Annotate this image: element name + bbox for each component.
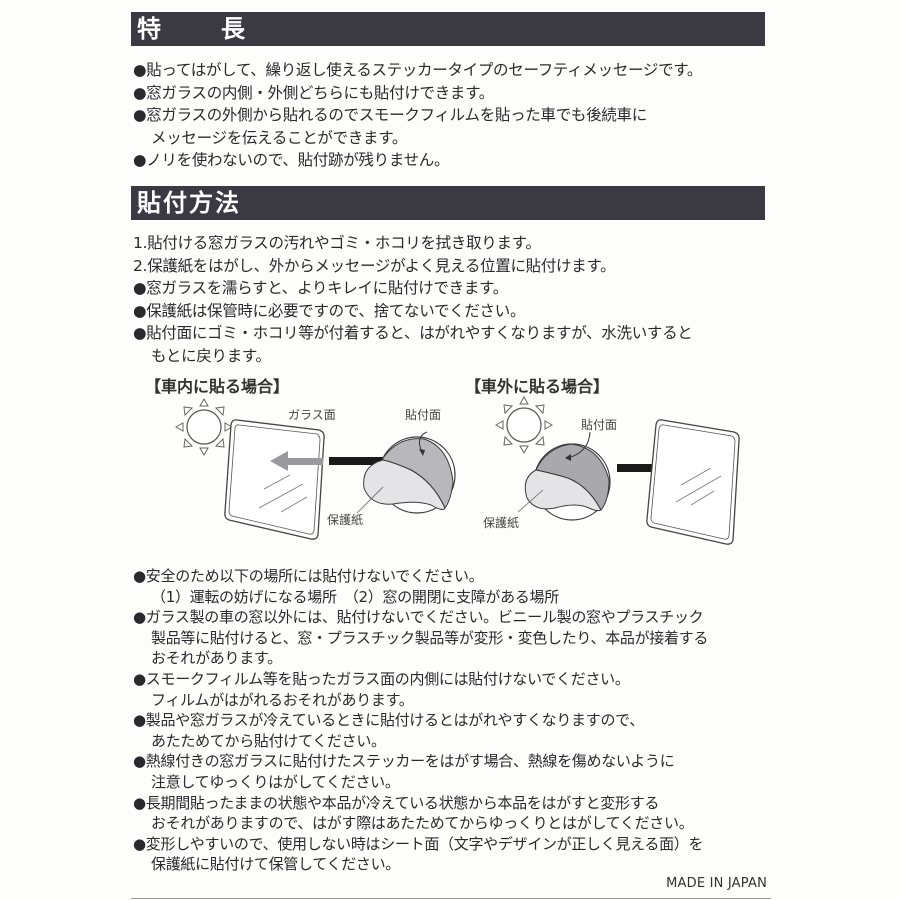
caution-item-7-cont: 保護紙に貼付けて保管してください。 (151, 855, 401, 874)
protective-paper-label-outside: 保護紙 (483, 516, 520, 530)
bullet: ● (133, 608, 146, 627)
method-note-3: ●貼付面にゴミ・ホコリ等が付着すると、はがれやすくなりますが、水洗いすると (133, 322, 693, 345)
caution-item-3: ●スモークフィルム等を貼ったガラス面の内側には貼付けないでください。 (133, 669, 708, 690)
feature-text: 貼ってはがして、繰り返し使えるステッカータイプのセーフティメッセージです。 (146, 61, 703, 79)
bullet: ● (133, 324, 147, 343)
bullet: ● (133, 301, 147, 320)
caution-text: ガラス製の車の窓以外には、貼付けないでください。ビニール製の窓やプラスチック (145, 608, 704, 627)
bullet: ● (133, 793, 146, 812)
sun-icon (174, 397, 234, 457)
bullet: ● (133, 106, 147, 125)
caution-item-2-cont-2: おそれがあります。 (151, 649, 282, 668)
caution-list: ●安全のため以下の場所には貼付けないでください。 （1）運転の妨げになる場所 （… (133, 566, 708, 875)
glass-surface-label: ガラス面 (288, 408, 336, 422)
caution-text: スモークフィルム等を貼ったガラス面の内側には貼付けないでください。 (145, 669, 630, 688)
features-list: ●貼ってはがして、繰り返し使えるステッカータイプのセーフティメッセージです。 ●… (133, 59, 702, 172)
bullet: ● (133, 567, 146, 585)
caution-text: 安全のため以下の場所には貼付けないでください。 (145, 567, 484, 585)
feature-text: 窓ガラスの内側・外側どちらにも貼付けできます。 (146, 83, 494, 102)
features-heading-char-2: 長 (221, 15, 247, 43)
diagram-inside-illustration (174, 397, 456, 540)
method-heading-band: 貼付方法 (131, 186, 765, 220)
sticker-disk-icon (517, 431, 611, 521)
caution-item-1: ●安全のため以下の場所には貼付けないでください。 (133, 566, 708, 587)
caution-item-6-cont: おそれがありますので、はがす際はあたためてからゆっくりとはがしてください。 (151, 814, 694, 833)
feature-item-1: ●貼ってはがして、繰り返し使えるステッカータイプのセーフティメッセージです。 (133, 59, 702, 82)
sticker-motion-bar (329, 457, 401, 465)
sticky-face-label-inside: 貼付面 (405, 408, 442, 422)
bottom-divider (131, 898, 771, 899)
method-note-1: ●窓ガラスを濡らすと、よりキレイに貼付けできます。 (133, 277, 693, 300)
caution-item-7: ●変形しやすいので、使用しない時はシート面（文字やデザインが正しく見える面）を (133, 834, 708, 855)
bullet: ● (133, 151, 147, 170)
caution-item-1-sub: （1）運転の妨げになる場所 （2）窓の開閉に支障がある場所 (151, 587, 559, 606)
method-step-2: 2.保護紙をはがし、外からメッセージがよく見える位置に貼付けます。 (133, 256, 616, 275)
sticker-disk-icon (356, 431, 456, 514)
note-text: 貼付面にゴミ・ホコリ等が付着すると、はがれやすくなりますが、水洗いすると (146, 324, 693, 343)
instruction-sheet: 特長 ●貼ってはがして、繰り返し使えるステッカータイプのセーフティメッセージです… (131, 0, 771, 900)
feature-item-3: ●窓ガラスの外側から貼れるのでスモークフィルムを貼った車でも後続車に (133, 104, 702, 127)
feature-item-3-cont: メッセージを伝えることができます。 (151, 128, 408, 147)
features-heading-band: 特長 (131, 12, 765, 46)
note-text: 保護紙は保管時に必要ですので、捨てないでください。 (146, 301, 526, 320)
sticky-face-label-outside: 貼付面 (581, 418, 618, 432)
bullet: ● (133, 834, 146, 853)
features-heading-char-1: 特 (137, 15, 163, 43)
diagram-outside-illustration (494, 395, 740, 545)
method-note-3-cont: もとに戻ります。 (151, 346, 271, 365)
note-text: 窓ガラスを濡らすと、よりキレイに貼付けできます。 (146, 279, 508, 298)
feature-item-4: ●ノリを使わないので、貼付跡が残りません。 (133, 149, 702, 172)
feature-text: 窓ガラスの外側から貼れるのでスモークフィルムを貼った車でも後続車に (146, 106, 647, 125)
glass-pane-icon (646, 419, 740, 545)
caution-item-2: ●ガラス製の車の窓以外には、貼付けないでください。ビニール製の窓やプラスチック (133, 607, 708, 628)
protective-paper-label-inside: 保護紙 (327, 513, 364, 527)
caution-text: 熱線付きの窓ガラスに貼付けたステッカーをはがす場合、熱線を傷めないように (145, 752, 675, 771)
made-in-japan-label: MADE IN JAPAN (666, 876, 767, 891)
caution-item-5-cont: 注意してゆっくりはがしてください。 (151, 772, 400, 791)
caution-text: 製品や窓ガラスが冷えているときに貼付けるとはがれやすくなりますので、 (145, 711, 644, 730)
sun-icon (494, 395, 554, 455)
bullet: ● (133, 669, 146, 688)
method-note-2: ●保護紙は保管時に必要ですので、捨てないでください。 (133, 300, 693, 323)
bullet: ● (133, 279, 147, 298)
arrow-left-icon (270, 451, 323, 471)
caution-item-3-cont: フィルムがはがれるおそれがあります。 (151, 690, 414, 709)
feature-item-2: ●窓ガラスの内側・外側どちらにも貼付けできます。 (133, 82, 702, 105)
caution-item-4: ●製品や窓ガラスが冷えているときに貼付けるとはがれやすくなりますので、 (133, 710, 708, 731)
bullet: ● (133, 83, 147, 102)
bullet: ● (133, 752, 146, 771)
method-list: 1.貼付ける窓ガラスの汚れやゴミ・ホコリを拭き取ります。 2.保護紙をはがし、外… (133, 232, 693, 368)
caution-item-2-cont-1: 製品等に貼付けると、窓・プラスチック製品等が変形・変色したり、本品が接着する (151, 628, 709, 647)
caution-item-4-cont: あたためてから貼付けてください。 (151, 731, 386, 750)
method-step-1: 1.貼付ける窓ガラスの汚れやゴミ・ホコリを拭き取ります。 (133, 234, 541, 252)
caution-item-5: ●熱線付きの窓ガラスに貼付けたステッカーをはがす場合、熱線を傷めないように (133, 751, 708, 772)
method-heading: 貼付方法 (137, 189, 241, 217)
diagram-inside-title: 【車内に貼る場合】 (145, 377, 290, 396)
bullet: ● (133, 711, 146, 730)
caution-text: 長期間貼ったままの状態や本品が冷えている状態から本品をはがすと変形する (145, 793, 660, 812)
diagram-outside-title: 【車外に貼る場合】 (465, 377, 610, 396)
glass-pane-icon (224, 419, 325, 540)
feature-text: ノリを使わないので、貼付跡が残りません。 (146, 151, 450, 170)
caution-item-6: ●長期間貼ったままの状態や本品が冷えている状態から本品をはがすと変形する (133, 793, 708, 814)
bullet: ● (133, 61, 147, 79)
caution-text: 変形しやすいので、使用しない時はシート面（文字やデザインが正しく見える面）を (145, 834, 704, 853)
